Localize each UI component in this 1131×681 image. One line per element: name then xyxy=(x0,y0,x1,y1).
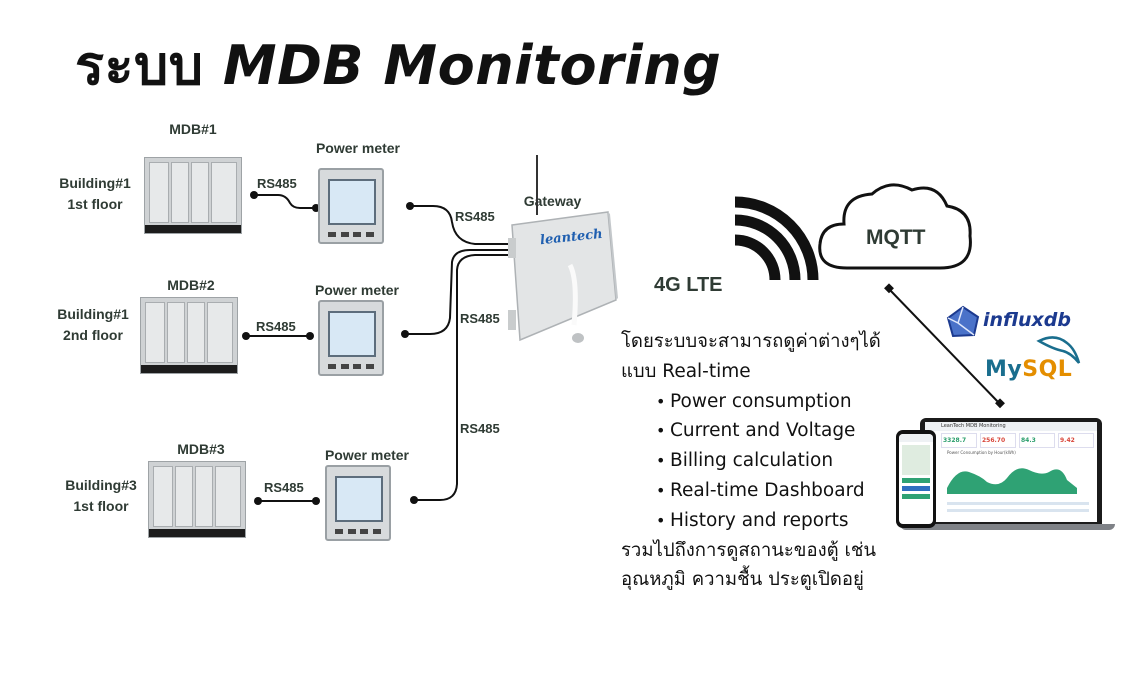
building-3-floor: 1st floor xyxy=(73,498,129,514)
mysql-logo-sql: SQL xyxy=(1022,357,1073,382)
mysql-logo-my: My xyxy=(985,357,1023,382)
wire-meter3-gateway xyxy=(414,254,508,501)
kpi-card: 9.42 xyxy=(1058,433,1094,448)
dashboard-chart-title: Power Consumption by Hour(kWh) xyxy=(947,450,1016,455)
description-line-3: รวมไปถึงการดูสถานะของตู้ เช่น xyxy=(621,539,877,561)
feature-item: History and reports xyxy=(656,506,881,536)
laptop-base xyxy=(900,524,1115,530)
description-line-4: อุณหภูมิ ความชื้น ประตูเปิดอยู่ xyxy=(621,569,864,591)
wire-meter1-gateway xyxy=(410,205,508,245)
description-block: โดยระบบจะสามารถดูค่าต่างๆได้ แบบ Real-ti… xyxy=(621,327,881,595)
mdb3-label: MDB#3 xyxy=(177,441,225,457)
page-title: ระบบ MDB Monitoring xyxy=(75,22,721,108)
feature-item: Billing calculation xyxy=(656,446,881,476)
phone-bar xyxy=(902,478,930,483)
dashboard-table-row xyxy=(947,509,1089,512)
dashboard-kpi-row: 3328.7 256.70 84.3 9.42 xyxy=(925,431,1097,448)
title-english: MDB Monitoring xyxy=(222,34,722,97)
dashboard-area-chart xyxy=(947,468,1077,494)
mqtt-label: MQTT xyxy=(866,226,926,249)
rs485-label-mdb2: RS485 xyxy=(256,319,296,334)
phone-bar xyxy=(902,494,930,499)
wire-meter2-gateway xyxy=(405,249,508,335)
dashboard-table-row xyxy=(947,502,1089,505)
gateway-label: Gateway xyxy=(523,193,582,209)
description-line-1: โดยระบบจะสามารถดูค่าต่างๆได้ xyxy=(621,331,881,352)
power-meter-3-label: Power meter xyxy=(324,447,410,463)
network-4g-lte-label: 4G LTE xyxy=(654,274,723,296)
mysql-dolphin-icon xyxy=(1036,336,1081,364)
dashboard-screen: LeanTech MDB Monitoring 3328.7 256.70 84… xyxy=(925,422,1097,522)
power-meter-3-image xyxy=(325,465,391,541)
building-3-name: Building#3 xyxy=(65,477,137,493)
rs485-label-gateway-3: RS485 xyxy=(460,421,500,436)
influxdb-logo-text: influxdb xyxy=(983,309,1071,331)
building-2-name: Building#1 xyxy=(57,306,129,322)
wireless-signal-icon xyxy=(734,196,819,281)
power-meter-2-label: Power meter xyxy=(314,282,400,298)
building-label-1: Building#1 1st floor xyxy=(50,173,140,215)
kpi-card: 84.3 xyxy=(1019,433,1055,448)
mqtt-cloud-icon xyxy=(818,183,972,270)
mysql-logo-text: MySQL xyxy=(985,357,1072,382)
laptop-image: LeanTech MDB Monitoring 3328.7 256.70 84… xyxy=(920,418,1102,526)
title-thai: ระบบ xyxy=(75,34,204,97)
kpi-card: 3328.7 xyxy=(941,433,977,448)
dashboard-header: LeanTech MDB Monitoring xyxy=(925,422,1097,431)
phone-bar xyxy=(902,486,930,491)
feature-list: Power consumption Current and Voltage Bi… xyxy=(621,387,881,536)
rs485-label-mdb1: RS485 xyxy=(257,176,297,191)
mdb2-cabinet-image xyxy=(140,297,238,374)
wire-mqtt-dashboard xyxy=(888,288,1001,405)
building-1-floor: 1st floor xyxy=(67,196,123,212)
gateway-image xyxy=(508,155,618,343)
phone-map xyxy=(902,445,930,475)
power-meter-1-label: Power meter xyxy=(315,140,401,156)
feature-item: Power consumption xyxy=(656,387,881,417)
kpi-card: 256.70 xyxy=(980,433,1016,448)
feature-item: Real-time Dashboard xyxy=(656,476,881,506)
mdb2-label: MDB#2 xyxy=(167,277,215,293)
mdb1-label: MDB#1 xyxy=(169,121,217,137)
mdb1-cabinet-image xyxy=(144,157,242,234)
power-meter-2-image xyxy=(318,300,384,376)
mdb3-cabinet-image xyxy=(148,461,246,538)
rs485-label-mdb3: RS485 xyxy=(264,480,304,495)
rs485-label-gateway-1: RS485 xyxy=(455,209,495,224)
description-line-2: แบบ Real-time xyxy=(621,360,751,382)
wire-mdb1-meter1 xyxy=(254,194,316,209)
feature-item: Current and Voltage xyxy=(656,416,881,446)
power-meter-1-image xyxy=(318,168,384,244)
influxdb-logo-icon xyxy=(946,305,980,338)
phone-header xyxy=(899,434,933,442)
phone-image xyxy=(896,430,936,528)
building-label-2: Building#1 2nd floor xyxy=(48,304,138,346)
building-label-3: Building#3 1st floor xyxy=(56,475,146,517)
building-2-floor: 2nd floor xyxy=(63,327,123,343)
building-1-name: Building#1 xyxy=(59,175,131,191)
rs485-label-gateway-2: RS485 xyxy=(460,311,500,326)
phone-screen xyxy=(899,434,933,524)
